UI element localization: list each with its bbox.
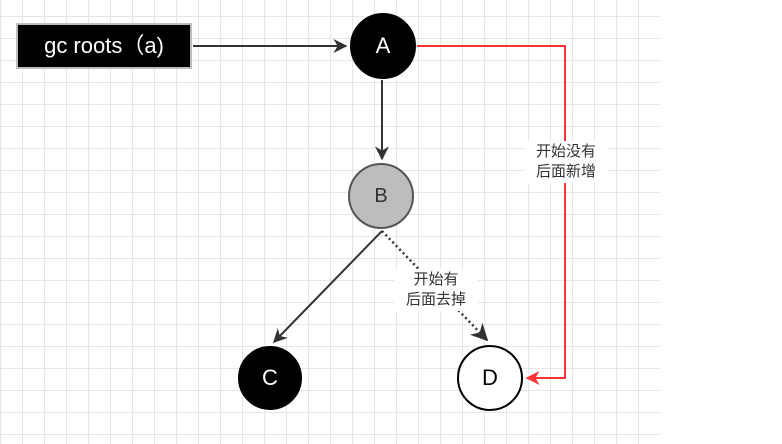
new-reference-label-line2: 后面新增 (535, 163, 596, 180)
node-b: B (348, 163, 414, 229)
gc-roots-label: gc roots（a) (44, 33, 164, 58)
new-reference-label-line1: 开始没有 (535, 143, 596, 160)
removed-reference-label-line2: 后面去掉 (405, 291, 466, 308)
node-c-label: C (262, 365, 278, 390)
edge-a-to-d-new (417, 45, 566, 385)
new-reference-label: 开始没有 后面新增 (524, 141, 608, 183)
node-a: A (350, 13, 416, 79)
removed-reference-label-line1: 开始有 (413, 271, 459, 288)
node-a-label: A (375, 33, 391, 58)
node-d: D (457, 345, 523, 411)
removed-reference-label: 开始有 后面去掉 (394, 269, 478, 311)
edge-b-to-c (273, 230, 383, 344)
gc-roots-box: gc roots（a) (16, 23, 192, 69)
node-b-label: B (374, 185, 388, 207)
node-c: C (238, 346, 302, 410)
node-d-label: D (482, 365, 498, 390)
